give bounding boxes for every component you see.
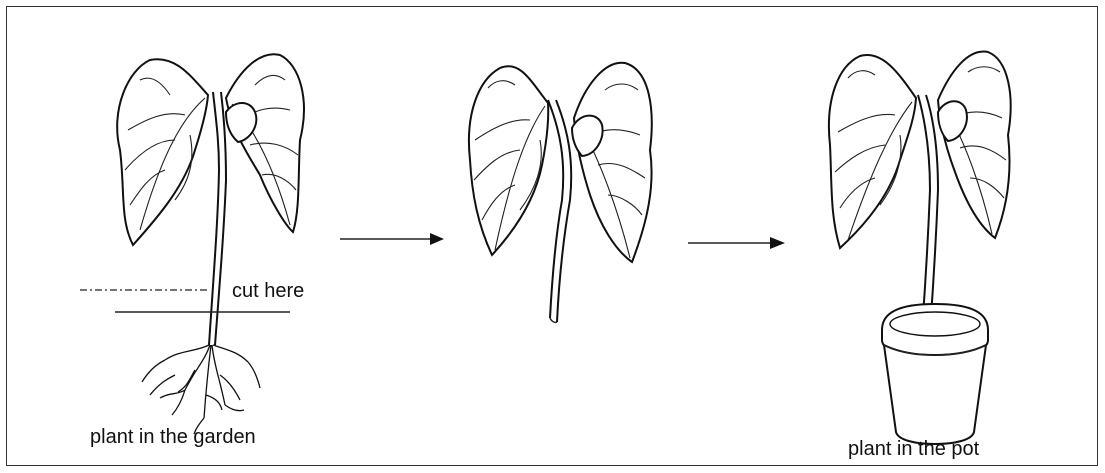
plant-in-pot-label: plant in the pot <box>848 438 979 461</box>
plant-in-garden-label: plant in the garden <box>90 426 256 449</box>
garden-plant-roots <box>142 345 260 434</box>
cut-plant-right-leaf <box>574 63 652 262</box>
cut-plant <box>469 63 652 323</box>
cut-here-label: cut here <box>232 280 304 303</box>
potted-plant-stem <box>918 95 930 330</box>
potted-plant-right-leaf <box>938 52 1011 238</box>
cut-plant-stem <box>548 100 563 318</box>
arrow-1 <box>340 233 444 245</box>
potted-plant <box>829 52 1011 444</box>
garden-plant-left-leaf <box>117 59 208 245</box>
arrow-2 <box>688 237 785 249</box>
flower-pot <box>882 304 988 444</box>
garden-plant <box>80 54 304 434</box>
cut-plant-left-leaf <box>469 66 548 255</box>
potted-plant-left-leaf <box>829 55 916 248</box>
